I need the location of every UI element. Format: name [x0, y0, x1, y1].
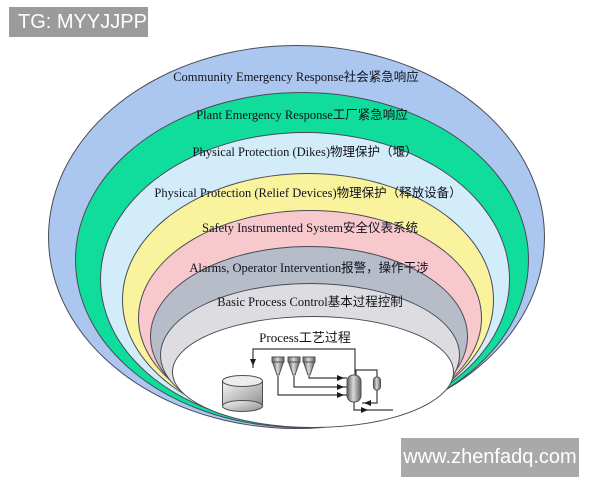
- layer-label-process: Process工艺过程: [259, 330, 351, 345]
- layer-label-physical-protection-relief-devices: Physical Protection (Relief Devices)物理保护…: [154, 186, 462, 200]
- layer-label-physical-protection-dikes: Physical Protection (Dikes)物理保护（堰）: [192, 145, 418, 159]
- reactor-vessel: [346, 374, 362, 403]
- arrow-recycle: [364, 400, 371, 406]
- layer-label-basic-process-control: Basic Process Control基本过程控制: [217, 295, 403, 309]
- storage-tank-top: [222, 375, 263, 387]
- arrow-feed-1: [337, 392, 344, 398]
- feed-hopper-2: [287, 356, 301, 376]
- layer-ellipse-process: [172, 316, 454, 428]
- pipe-overhead: [252, 348, 356, 375]
- layer-label-community-emergency-response: Community Emergency Response社会紧急响应: [173, 70, 419, 84]
- process-flow-sketch: [222, 348, 393, 413]
- layer-label-plant-emergency-response: Plant Emergency Response工厂紧急响应: [196, 108, 408, 122]
- layer-label-alarms-operator-intervention: Alarms, Operator Intervention报警，操作干涉: [189, 261, 429, 275]
- recycle-column: [373, 376, 381, 391]
- watermark-tag-badge: TG: MYYJJPP: [9, 7, 148, 37]
- pipe-outlet: [353, 402, 393, 411]
- feed-hopper-3: [302, 356, 316, 376]
- arrow-feed-2: [337, 384, 344, 390]
- website-watermark-badge: www.zhenfadq.com: [401, 438, 579, 477]
- arrow-down-to-tank: [250, 359, 256, 366]
- arrow-outlet: [361, 407, 368, 413]
- arrow-feed-3: [337, 375, 344, 381]
- feed-hopper-1: [271, 356, 285, 376]
- storage-tank-bottom: [222, 400, 263, 412]
- pipe-recycle-loop: [355, 369, 378, 404]
- pipe-feed-2: [293, 376, 347, 388]
- pipe-feed-3: [308, 376, 347, 379]
- pipe-feed-1: [277, 376, 347, 396]
- layer-label-safety-instrumented-system: Safety Instrumented System安全仪表系统: [202, 221, 418, 235]
